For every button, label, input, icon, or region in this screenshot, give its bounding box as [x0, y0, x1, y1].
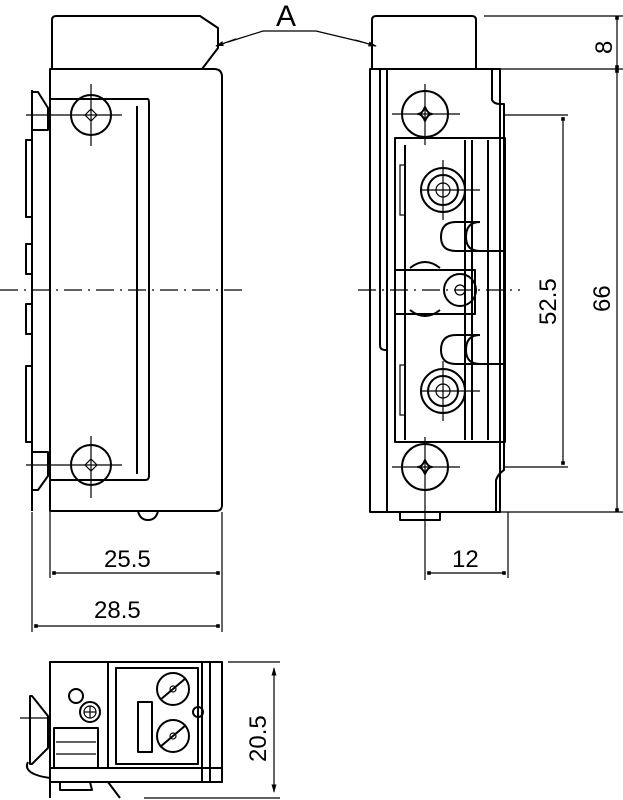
dimension-height-top: 8 — [591, 41, 618, 54]
dimension-hole-spacing: 52.5 — [535, 278, 562, 325]
callout-label-a: A — [276, 0, 296, 33]
dimension-latch-depth: 12 — [452, 546, 479, 573]
dimension-inner-width: 25.5 — [104, 546, 151, 573]
end-view — [20, 661, 223, 799]
dimension-outer-width: 28.5 — [94, 597, 141, 624]
side-view — [0, 15, 248, 521]
dimensions: A 8 66 52.5 25.5 28.5 12 20.5 — [31, 0, 623, 799]
dimension-end-height: 20.5 — [245, 715, 272, 762]
dimension-overall-height: 66 — [589, 285, 616, 312]
front-view — [358, 15, 520, 580]
